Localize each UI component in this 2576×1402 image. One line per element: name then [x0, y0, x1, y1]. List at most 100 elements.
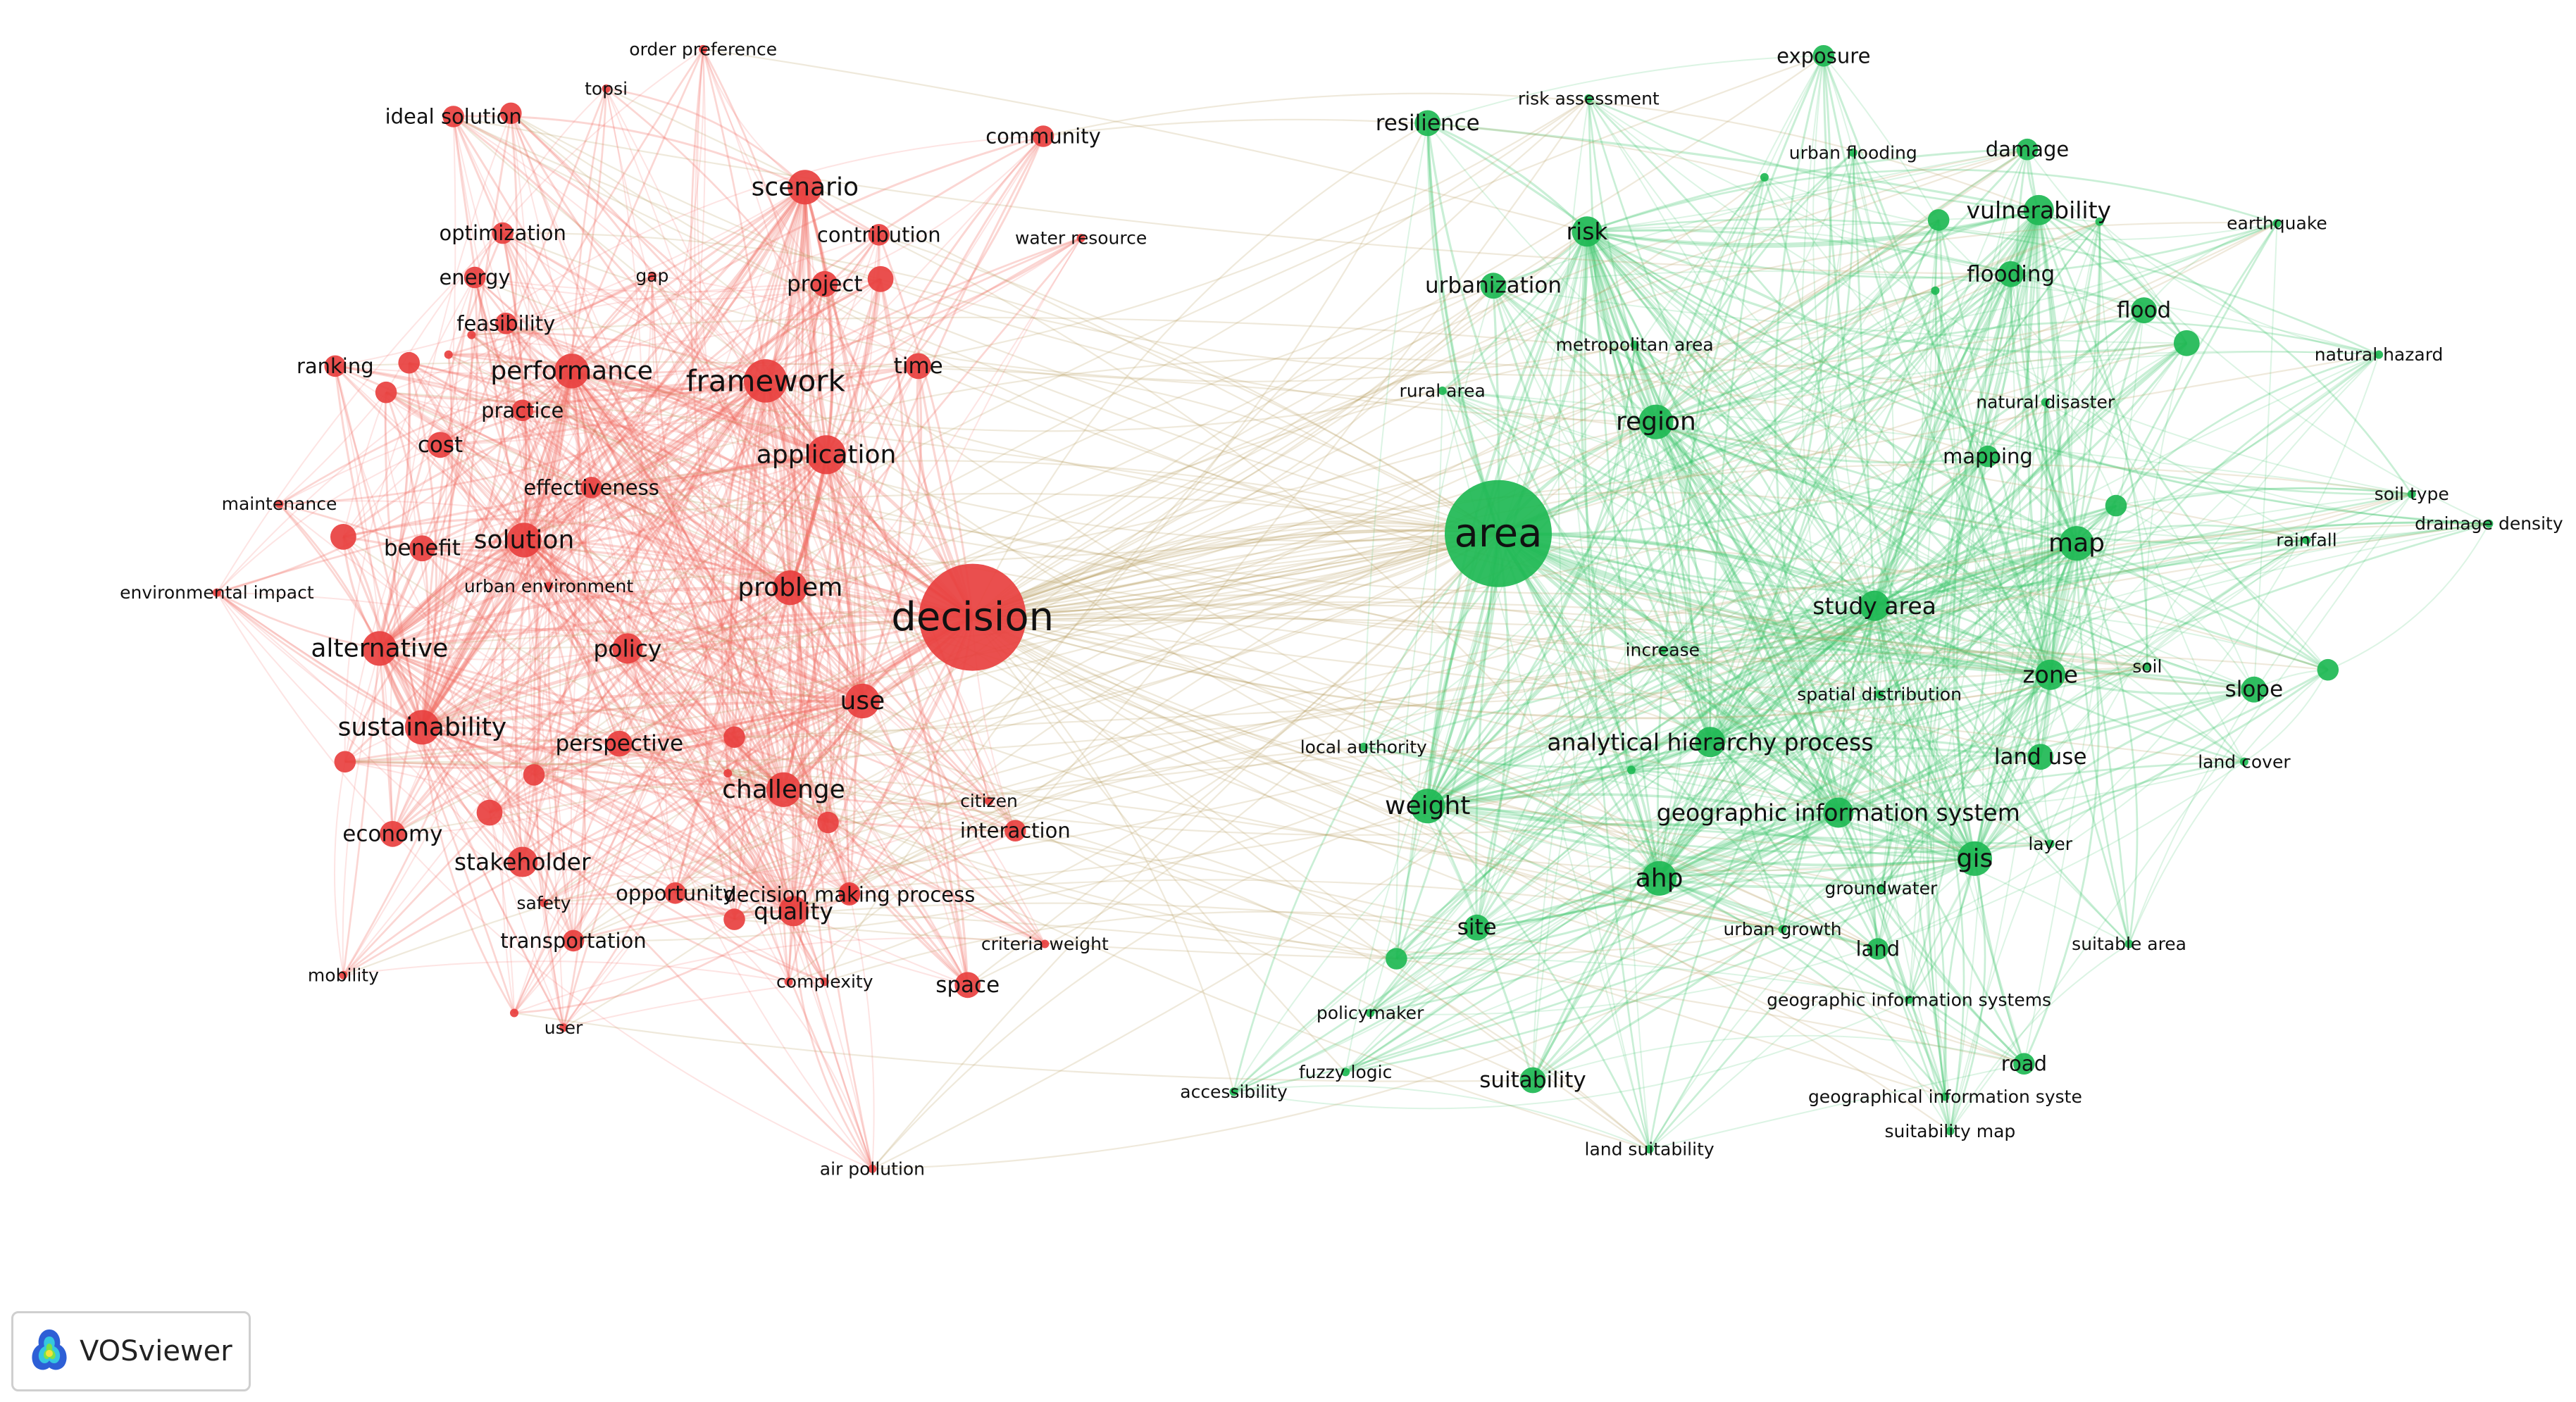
node-practice[interactable]: [511, 399, 533, 422]
node-challenge[interactable]: [766, 772, 802, 807]
label-environmental-impact[interactable]: environmental impact: [120, 582, 314, 603]
label-urban-flooding[interactable]: urban flooding: [1789, 142, 1917, 163]
label-risk-assessment[interactable]: risk assessment: [1518, 88, 1660, 108]
label-geographic-information-systems[interactable]: geographic information systems: [1767, 989, 2051, 1010]
label-ideal-solution[interactable]: ideal solution: [385, 105, 522, 129]
label-soil[interactable]: soil: [2132, 656, 2162, 677]
label-region[interactable]: region: [1616, 408, 1696, 437]
label-map[interactable]: map: [2048, 529, 2105, 558]
node-ideal-solution[interactable]: [442, 106, 464, 127]
node-unlabeled-red-3[interactable]: [334, 751, 356, 773]
label-transportation[interactable]: transportation: [500, 929, 646, 953]
label-alternative[interactable]: alternative: [311, 634, 448, 663]
label-risk[interactable]: risk: [1566, 218, 1608, 245]
label-practice[interactable]: practice: [481, 399, 564, 423]
node-ahp[interactable]: [1642, 860, 1677, 896]
label-road[interactable]: road: [2001, 1052, 2047, 1076]
label-contribution[interactable]: contribution: [817, 223, 941, 246]
node-gis[interactable]: [1957, 841, 1992, 876]
label-vulnerability[interactable]: vulnerability: [1967, 196, 2112, 224]
label-layer[interactable]: layer: [2028, 834, 2072, 854]
node-unlabeled-red-10[interactable]: [723, 908, 745, 930]
label-perspective[interactable]: perspective: [555, 731, 683, 756]
label-order-preference[interactable]: order preference: [629, 39, 777, 59]
label-urbanization[interactable]: urbanization: [1425, 273, 1562, 299]
label-earthquake[interactable]: earthquake: [2227, 213, 2327, 234]
node-urban-growth[interactable]: [1778, 925, 1787, 934]
node-urban-flooding[interactable]: [1848, 148, 1858, 157]
node-sustainability[interactable]: [404, 710, 440, 745]
node-earthquake[interactable]: [2272, 219, 2282, 228]
label-safety[interactable]: safety: [516, 893, 571, 913]
node-economy[interactable]: [380, 820, 406, 847]
label-economy[interactable]: economy: [342, 821, 442, 846]
node-urban-environment[interactable]: [545, 582, 553, 591]
node-local-authority[interactable]: [1359, 742, 1368, 751]
label-suitable-area[interactable]: suitable area: [2072, 934, 2186, 954]
label-area[interactable]: area: [1455, 511, 1543, 556]
node-unlabeled-green-25[interactable]: [2095, 217, 2104, 226]
label-citizen[interactable]: citizen: [960, 791, 1018, 811]
node-geographic-information-system[interactable]: [1823, 797, 1854, 828]
label-urban-growth[interactable]: urban growth: [1723, 919, 1841, 939]
node-unlabeled-red-9[interactable]: [838, 882, 861, 904]
label-maintenance[interactable]: maintenance: [222, 494, 337, 514]
node-unlabeled-red-7[interactable]: [723, 726, 745, 749]
node-gap[interactable]: [647, 271, 657, 280]
node-study-area[interactable]: [1859, 590, 1890, 621]
label-ahp[interactable]: ahp: [1636, 864, 1684, 893]
node-safety[interactable]: [540, 899, 548, 908]
node-unlabeled-red-11[interactable]: [510, 1008, 518, 1018]
node-site[interactable]: [1464, 914, 1491, 941]
node-alternative[interactable]: [362, 631, 397, 666]
node-perspective[interactable]: [606, 730, 633, 757]
node-urbanization[interactable]: [1480, 273, 1507, 299]
node-vulnerability[interactable]: [2023, 194, 2054, 225]
label-exposure[interactable]: exposure: [1777, 44, 1870, 68]
node-unlabeled-red-12[interactable]: [444, 350, 453, 359]
node-natural-hazard[interactable]: [2375, 350, 2384, 359]
node-energy[interactable]: [463, 266, 486, 289]
label-fuzzy-logic[interactable]: fuzzy logic: [1299, 1062, 1392, 1082]
node-decision[interactable]: [919, 563, 1026, 671]
label-air-pollution[interactable]: air pollution: [820, 1158, 925, 1179]
label-land[interactable]: land: [1855, 937, 1900, 961]
label-local-authority[interactable]: local authority: [1300, 737, 1427, 757]
label-natural-hazard[interactable]: natural hazard: [2315, 344, 2444, 365]
label-metropolitan-area[interactable]: metropolitan area: [1555, 334, 1713, 355]
node-maintenance[interactable]: [275, 499, 284, 508]
node-groundwater[interactable]: [1877, 884, 1886, 893]
node-unlabeled-red-5[interactable]: [523, 764, 545, 786]
label-suitability[interactable]: suitability: [1479, 1068, 1586, 1093]
node-unlabeled-green-18[interactable]: [2105, 494, 2127, 517]
node-unlabeled-red-1[interactable]: [375, 381, 397, 403]
label-accessibility[interactable]: accessibility: [1180, 1082, 1288, 1102]
label-land-cover[interactable]: land cover: [2198, 751, 2291, 772]
label-solution[interactable]: solution: [474, 526, 575, 555]
label-geographical-information-syste[interactable]: geographical information syste: [1808, 1087, 2082, 1107]
node-unlabeled-red-4[interactable]: [476, 799, 503, 826]
node-land-cover[interactable]: [2239, 757, 2248, 766]
label-project[interactable]: project: [787, 271, 863, 296]
label-gis[interactable]: gis: [1957, 844, 1993, 873]
label-mapping[interactable]: mapping: [1943, 444, 2033, 468]
node-ranking[interactable]: [324, 355, 347, 377]
node-quality[interactable]: [778, 896, 809, 927]
node-zone[interactable]: [2035, 659, 2066, 690]
node-slope[interactable]: [2241, 676, 2267, 703]
node-land[interactable]: [1867, 938, 1889, 960]
label-policymaker[interactable]: policymaker: [1317, 1003, 1424, 1023]
label-spatial-distribution[interactable]: spatial distribution: [1797, 684, 1962, 705]
node-unlabeled-green-21[interactable]: [1927, 209, 1950, 231]
node-citizen[interactable]: [985, 796, 993, 806]
node-time[interactable]: [905, 353, 932, 380]
node-layer[interactable]: [2046, 839, 2055, 849]
label-site[interactable]: site: [1457, 915, 1497, 940]
node-flood[interactable]: [2131, 297, 2158, 323]
node-soil[interactable]: [2143, 662, 2152, 671]
node-space[interactable]: [954, 972, 981, 999]
node-unlabeled-red-14[interactable]: [500, 102, 522, 125]
label-land-suitability[interactable]: land suitability: [1585, 1139, 1715, 1160]
label-opportunity[interactable]: opportunity: [616, 881, 735, 905]
label-weight[interactable]: weight: [1385, 791, 1470, 820]
